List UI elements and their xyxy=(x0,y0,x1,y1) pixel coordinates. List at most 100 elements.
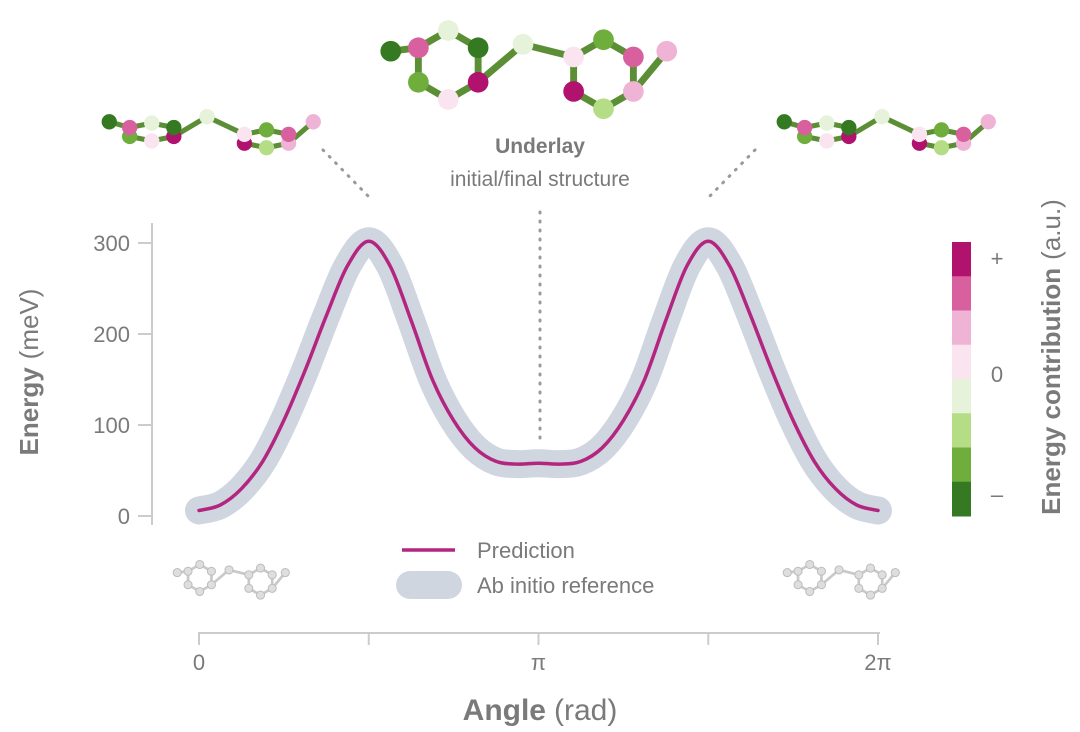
x-tick-label: π xyxy=(531,650,546,675)
molecule-atom xyxy=(183,580,193,590)
molecule-atom xyxy=(874,109,890,125)
molecule-atom xyxy=(280,126,297,142)
colorbar-segment xyxy=(952,242,971,277)
molecule-atom xyxy=(166,119,182,136)
molecule-atom xyxy=(467,71,489,93)
annotation-subtitle: initial/final structure xyxy=(450,168,630,191)
molecule-atom xyxy=(776,114,792,130)
legend-reference-label: Ab initio reference xyxy=(477,573,654,598)
colorbar-tick-zero: 0 xyxy=(991,362,1003,387)
molecule-atom xyxy=(408,71,429,93)
molecule-atom xyxy=(854,583,864,593)
molecule-atom xyxy=(305,114,321,130)
colorbar-segment xyxy=(952,276,971,311)
molecule-atom xyxy=(437,20,459,41)
y-tick-label: 0 xyxy=(118,504,130,529)
molecule-atom xyxy=(172,568,182,578)
colorbar-label: Energy contribution (a.u.) xyxy=(1036,199,1066,515)
molecule-atom xyxy=(206,566,216,576)
molecule-atom xyxy=(877,583,887,593)
molecule-atom xyxy=(805,586,815,597)
molecule-bottom-right-illustration xyxy=(782,559,900,600)
legend-prediction-label: Prediction xyxy=(477,538,575,563)
colorbar-tick-minus: – xyxy=(991,482,1004,507)
molecule-atom xyxy=(224,565,234,575)
molecule-atom xyxy=(854,570,864,580)
molecule-atom xyxy=(834,565,844,575)
molecule-atom xyxy=(144,133,160,149)
molecule-atom xyxy=(933,122,950,138)
molecule-atom xyxy=(933,140,950,156)
annotation-title: Underlay xyxy=(495,135,585,158)
y-axis-label: Energy (meV) xyxy=(14,289,44,456)
molecule-atom xyxy=(911,126,928,142)
molecule-atom xyxy=(144,115,160,131)
colorbar-segment xyxy=(952,310,971,346)
y-tick-label: 100 xyxy=(93,413,130,438)
molecule-atom xyxy=(841,119,857,136)
colorbar-segment xyxy=(952,344,971,380)
molecule-atom xyxy=(793,566,803,576)
molecule-atom xyxy=(467,37,489,59)
molecule-atom xyxy=(408,37,429,59)
molecule-atom xyxy=(816,566,826,576)
molecule-center-illustration xyxy=(380,20,678,120)
molecule-atom xyxy=(955,126,972,142)
colorbar-label-bold: Energy contribution xyxy=(1036,268,1066,515)
molecule-atom xyxy=(865,563,876,573)
molecule-bottom-left-illustration xyxy=(172,559,290,600)
molecule-atom xyxy=(206,580,216,590)
molecule-atom xyxy=(183,566,193,576)
y-tick-label: 300 xyxy=(93,231,130,256)
molecule-atom xyxy=(797,119,813,136)
y-axis-label-bold: Energy xyxy=(14,367,44,456)
molecule-atom xyxy=(280,568,290,578)
molecule-atom xyxy=(512,33,534,55)
molecule-atom xyxy=(267,583,277,593)
series-ab-initio-reference-band xyxy=(185,227,892,525)
colorbar-tick-plus: + xyxy=(991,246,1004,271)
molecule-right-illustration xyxy=(776,109,996,156)
x-axis-label-bold: Angle xyxy=(463,694,546,727)
colorbar-segment xyxy=(952,447,971,483)
molecule-atom xyxy=(195,586,205,597)
molecule-atom xyxy=(623,81,644,102)
molecule-atom xyxy=(563,46,584,68)
molecule-atom xyxy=(255,590,266,600)
legend: Prediction Ab initio reference xyxy=(396,538,654,599)
molecule-atom xyxy=(255,563,266,573)
molecule-atom xyxy=(236,126,253,142)
series-prediction-line xyxy=(197,239,880,513)
y-axis-label-unit: (meV) xyxy=(14,289,44,360)
energy-contribution-colorbar xyxy=(952,242,971,517)
molecule-atom xyxy=(101,114,117,130)
molecule-atom xyxy=(593,29,614,51)
molecule-atom xyxy=(244,583,254,593)
x-axis-label-unit: (rad) xyxy=(554,694,617,727)
colorbar-label-unit: (a.u.) xyxy=(1036,199,1066,260)
leader-line-left xyxy=(321,148,372,200)
molecule-left-illustration xyxy=(101,109,321,156)
molecule-atom xyxy=(267,570,277,580)
molecule-atom xyxy=(805,559,815,570)
molecule-atom xyxy=(563,81,584,102)
molecule-atom xyxy=(623,46,644,68)
molecule-atom xyxy=(793,580,803,590)
molecule-atom xyxy=(258,140,275,156)
molecule-atom xyxy=(819,115,835,131)
molecule-atom xyxy=(819,133,835,149)
molecule-atom xyxy=(199,109,215,125)
molecule-atom xyxy=(593,98,614,120)
molecule-atom xyxy=(437,89,459,110)
x-tick-label: 0 xyxy=(193,650,205,675)
leader-line-right xyxy=(706,148,757,200)
molecule-atom xyxy=(816,580,826,590)
colorbar-segment xyxy=(952,481,971,517)
molecule-atom xyxy=(258,122,275,138)
molecule-atom xyxy=(656,40,678,62)
molecule-atom xyxy=(122,119,138,136)
colorbar-segment xyxy=(952,413,971,448)
